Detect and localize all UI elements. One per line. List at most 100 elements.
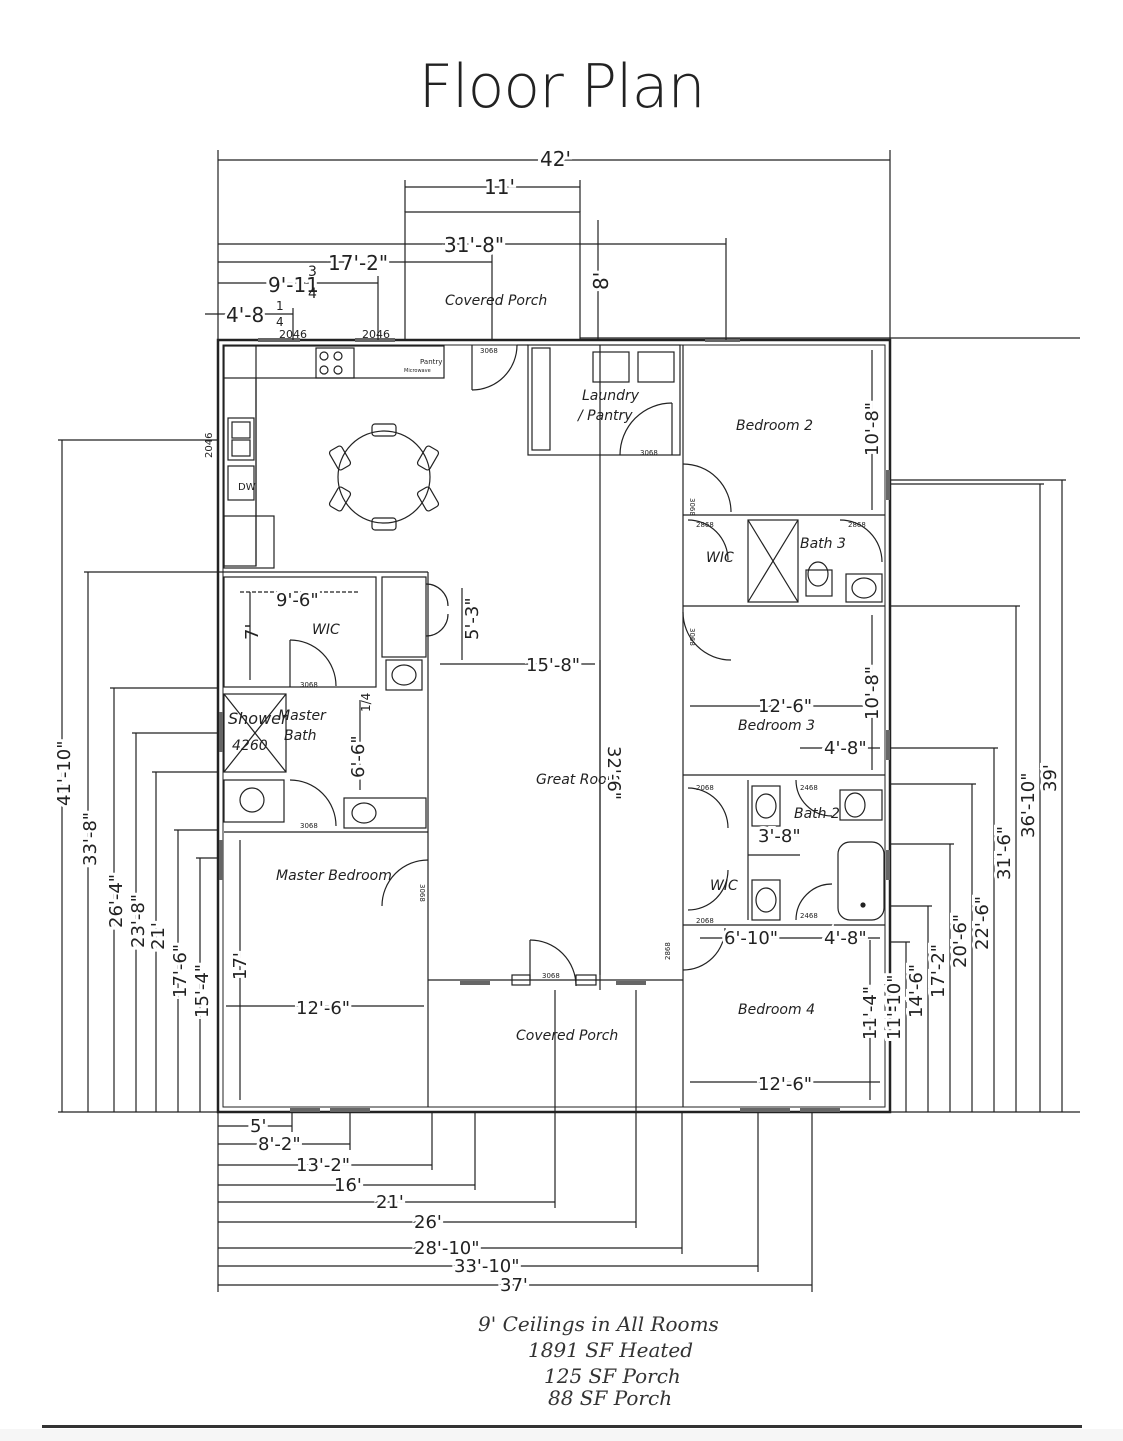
door-code: 2046 xyxy=(204,433,215,458)
dim-bottom-26: 26' xyxy=(414,1212,442,1233)
label-dishwasher: DW xyxy=(238,482,256,493)
dim-bottom-16: 16' xyxy=(334,1175,362,1196)
door-code: 2868 xyxy=(696,521,714,529)
door-code: 2068 xyxy=(696,784,714,792)
dim-6-10: 6'-10" xyxy=(724,928,778,949)
dim-bottom-8-2: 8'-2" xyxy=(258,1134,301,1155)
room-bath-2: Bath 2 xyxy=(794,806,840,822)
dim-bed4-width: 12'-6" xyxy=(758,1074,812,1095)
dim-bed3-width: 12'-6" xyxy=(758,696,812,717)
room-laundry-line1: Laundry xyxy=(582,388,640,404)
dim-great-room-height: 32'-6" xyxy=(603,746,624,800)
note-porch-sf-88: 88 SF Porch xyxy=(548,1386,673,1410)
dim-left-17-6: 17'-6" xyxy=(170,944,191,998)
label-pantry: Pantry xyxy=(420,358,442,366)
dim-left-33-8: 33'-8" xyxy=(80,812,101,866)
door-code: 2046 xyxy=(362,328,390,341)
dim-4-8-frac-den: 4 xyxy=(276,315,284,329)
room-wic-right: WIC xyxy=(706,550,734,566)
dim-9-11-frac-num: 3 xyxy=(308,264,317,280)
note-porch-sf-125: 125 SF Porch xyxy=(544,1364,681,1388)
dim-wic-width: 9'-6" xyxy=(276,590,319,611)
page-title: Floor Plan xyxy=(418,52,706,122)
dim-right-17-2: 17'-2" xyxy=(928,944,949,998)
room-wic-lower: WIC xyxy=(710,878,738,894)
dim-left-21: 21' xyxy=(148,922,169,950)
dim-bottom-37: 37' xyxy=(500,1275,528,1296)
dim-bottom-13-2: 13'-2" xyxy=(296,1155,350,1176)
door-code: 2046 xyxy=(279,328,307,341)
top-porch-outline xyxy=(404,211,581,340)
label-microwave: Microwave xyxy=(404,368,431,374)
dim-bed2-height: 10'-8" xyxy=(862,402,883,456)
dim-4-8-frac-num: 1 xyxy=(276,299,284,313)
dim-master-bed-width: 12'-6" xyxy=(296,998,350,1019)
door-code: 2468 xyxy=(800,784,818,792)
dim-closet-height: 5'-3" xyxy=(462,597,483,640)
room-bath-3: Bath 3 xyxy=(800,536,846,552)
note-ceilings: 9' Ceilings in All Rooms xyxy=(478,1312,719,1336)
room-covered-porch-top: Covered Porch xyxy=(445,293,547,309)
dim-bath-height: 6'-6" xyxy=(348,735,369,778)
dim-bath-height-frac: 1/4 xyxy=(359,693,373,712)
room-bedroom-4: Bedroom 4 xyxy=(738,1002,815,1018)
dim-right-36-10: 36'-10" xyxy=(1018,772,1039,838)
door-code: 3068 xyxy=(542,972,560,980)
door-code: 3068 xyxy=(640,449,658,457)
dim-bottom-33-10: 33'-10" xyxy=(454,1256,520,1277)
room-laundry-line2: / Pantry xyxy=(576,408,633,424)
dim-31-8: 31'-8" xyxy=(444,233,504,257)
room-wic-master: WIC xyxy=(312,622,340,638)
room-master-bedroom: Master Bedroom xyxy=(276,868,392,884)
dim-9-11-frac-den: 4 xyxy=(308,286,317,302)
room-bedroom-3: Bedroom 3 xyxy=(738,718,815,734)
dim-bed4-height: 11'-4" xyxy=(860,986,881,1040)
dining-table xyxy=(337,430,431,524)
room-shower-size: 4260 xyxy=(232,738,268,754)
door-code: 3068 xyxy=(480,347,498,355)
dim-8: 8' xyxy=(589,272,613,290)
door-code: 3068 xyxy=(300,681,318,689)
dim-great-room-width: 15'-8" xyxy=(526,655,580,676)
exterior-wall-outer xyxy=(216,338,892,1114)
dim-bottom-21: 21' xyxy=(376,1192,404,1213)
floor-plan-drawing: Covered Porch Laundry / Pantry Bedroom 2… xyxy=(54,147,1080,1296)
dim-right-22-6: 22'-6" xyxy=(972,896,993,950)
room-master-bath-line1: Master xyxy=(278,708,327,724)
dim-9-11: 9'-11 xyxy=(268,273,319,297)
dim-left-41-10: 41'-10" xyxy=(54,740,75,806)
door-code: 2068 xyxy=(696,917,714,925)
dim-bottom-28-10: 28'-10" xyxy=(414,1238,480,1259)
dim-right-20-6: 20'-6" xyxy=(950,914,971,968)
dim-4-8-lower: 4'-8" xyxy=(824,928,867,949)
dim-17-2: 17'-2" xyxy=(328,251,388,275)
dim-4-8-upper: 4'-8" xyxy=(824,738,867,759)
dim-bottom-5: 5' xyxy=(250,1116,266,1137)
door-code: 3068 xyxy=(688,498,696,516)
room-shower: Shower xyxy=(228,709,289,728)
dim-3-8: 3'-8" xyxy=(758,826,801,847)
dim-42: 42' xyxy=(540,147,571,171)
bottom-rule xyxy=(42,1425,1082,1428)
dim-right-39: 39' xyxy=(1040,764,1061,792)
dim-left-26-4: 26'-4" xyxy=(106,874,127,928)
dim-master-bed-height: 17' xyxy=(230,952,251,980)
dim-bed3-height: 10'-8" xyxy=(862,666,883,720)
room-master-bath-line2: Bath xyxy=(284,728,317,744)
door-code: 3068 xyxy=(688,628,696,646)
door-code: 2868 xyxy=(664,942,672,960)
dim-4-8: 4'-8 xyxy=(226,303,264,327)
door-code: 2468 xyxy=(800,912,818,920)
door-code: 3068 xyxy=(300,822,318,830)
bottom-strip xyxy=(0,1429,1123,1441)
room-great-room: Great Room xyxy=(536,772,620,788)
dim-right-11-10: 11'-10" xyxy=(884,974,905,1040)
dim-left-23-8: 23'-8" xyxy=(128,894,149,948)
room-bedroom-2: Bedroom 2 xyxy=(736,418,813,434)
dim-11: 11' xyxy=(484,175,515,199)
door-code: 3068 xyxy=(418,884,426,902)
door-code: 2868 xyxy=(848,521,866,529)
dim-left-15-4: 15'-4" xyxy=(192,964,213,1018)
dim-right-14-6: 14'-6" xyxy=(906,964,927,1018)
